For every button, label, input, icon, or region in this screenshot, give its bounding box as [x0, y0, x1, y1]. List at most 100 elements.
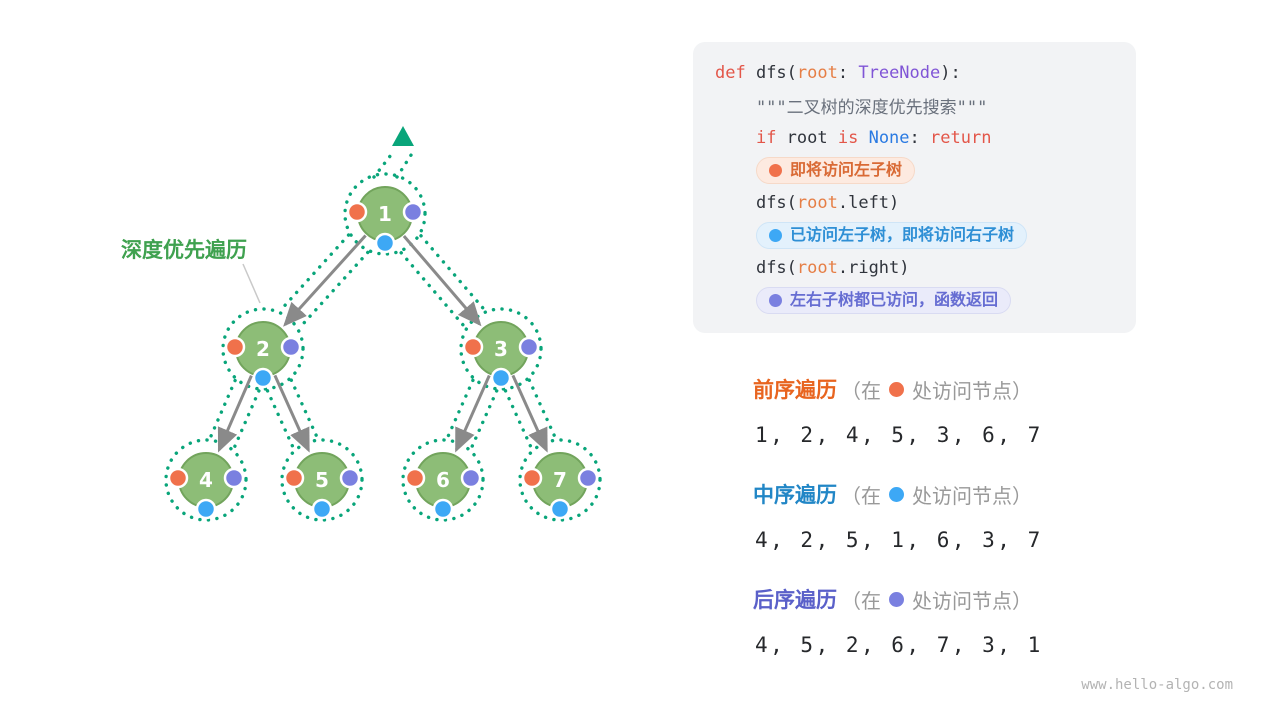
code-token: : [837, 63, 859, 84]
code-card: def dfs(root: TreeNode): """二叉树的深度优先搜索""… [693, 42, 1136, 333]
code-token [715, 128, 756, 148]
code-token: : [909, 128, 931, 149]
code-token: root [796, 258, 838, 279]
dfs-start-triangle-icon [392, 126, 414, 146]
code-token: root [786, 128, 838, 149]
inorder-dot-icon [889, 486, 904, 502]
dfs-label: 深度优先遍历 [121, 238, 247, 262]
inorder-caption-prefix: （在 [841, 483, 881, 508]
postorder-dot [518, 336, 540, 358]
preorder-dot [404, 467, 426, 489]
code-line: 已访问左子树，即将访问右子树 [715, 220, 1114, 253]
preorder-dot [224, 336, 246, 358]
node-value: 3 [494, 337, 508, 361]
inorder-title: 中序遍历 [753, 483, 837, 507]
code-line: 左右子树都已访问，函数返回 [715, 285, 1114, 318]
postorder-caption-prefix: （在 [841, 588, 881, 613]
code-annotation-badge: 左右子树都已访问，函数返回 [755, 287, 1011, 315]
code-line: 即将访问左子树 [715, 155, 1114, 188]
node-value: 1 [378, 202, 392, 226]
code-token [715, 291, 756, 311]
tree-node-7: 7 [521, 452, 599, 520]
inorder-dot [374, 232, 396, 254]
code-token: .left) [837, 193, 900, 214]
code-token [715, 193, 756, 213]
tree-node-2: 2 [224, 321, 302, 389]
postorder-dot [223, 467, 245, 489]
inorder-section: 中序遍历 （在 处访问节点） 4, 2, 5, 1, 6, 3, 7 [753, 479, 1153, 556]
preorder-dot [346, 201, 368, 223]
tree-edges [217, 234, 548, 453]
code-token: is [837, 128, 869, 149]
code-line: def dfs(root: TreeNode): [715, 57, 1114, 90]
binary-tree-diagram: 1 2 3 4 5 6 7 [164, 126, 602, 522]
code-token: ( [786, 63, 797, 84]
preorder-sequence: 1, 2, 4, 5, 3, 6, 7 [755, 423, 1043, 447]
postorder-sequence: 4, 5, 2, 6, 7, 3, 1 [755, 633, 1043, 657]
tree-node-5: 5 [283, 452, 361, 520]
postorder-dot [460, 467, 482, 489]
tree-node-4: 4 [167, 452, 245, 520]
code-token: root [796, 63, 838, 84]
code-token: return [930, 128, 992, 149]
code-token [715, 258, 756, 278]
code-token: TreeNode [858, 63, 941, 84]
code-token: dfs( [755, 258, 797, 279]
visit-order-dot-icon [768, 163, 782, 177]
dfs-contour [164, 149, 602, 522]
postorder-dot [402, 201, 424, 223]
code-annotation-badge: 已访问左子树，即将访问右子树 [755, 222, 1027, 250]
code-annotation-badge: 即将访问左子树 [755, 157, 915, 185]
code-line: if root is None: return [715, 122, 1114, 155]
code-token: def [715, 63, 756, 84]
node-value: 5 [315, 468, 329, 492]
code-token: ): [940, 63, 961, 84]
preorder-heading: 前序遍历 （在 处访问节点） [753, 374, 1153, 404]
tree-node-1: 1 [346, 186, 424, 254]
visit-order-dot-icon [768, 228, 782, 242]
code-line: """二叉树的深度优先搜索""" [715, 90, 1114, 123]
postorder-dot [280, 336, 302, 358]
preorder-dot [521, 467, 543, 489]
code-token: .right) [837, 258, 910, 279]
code-token: dfs( [755, 193, 797, 214]
inorder-sequence: 4, 2, 5, 1, 6, 3, 7 [755, 528, 1043, 552]
code-line: dfs(root.right) [715, 252, 1114, 285]
preorder-caption-prefix: （在 [841, 378, 881, 403]
inorder-dot [252, 367, 274, 389]
tree-node-3: 3 [462, 321, 540, 389]
preorder-dot [283, 467, 305, 489]
code-token: """二叉树的深度优先搜索""" [715, 98, 988, 119]
preorder-section: 前序遍历 （在 处访问节点） 1, 2, 4, 5, 3, 6, 7 [753, 374, 1153, 451]
inorder-dot [195, 498, 217, 520]
code-block: def dfs(root: TreeNode): """二叉树的深度优先搜索""… [715, 57, 1114, 317]
preorder-title: 前序遍历 [753, 378, 837, 402]
inorder-dot [432, 498, 454, 520]
inorder-dot [490, 367, 512, 389]
postorder-caption-suffix: 处访问节点） [912, 588, 1032, 613]
node-value: 4 [199, 468, 213, 492]
code-token [715, 226, 756, 246]
label-pointer-line [242, 263, 261, 304]
node-value: 7 [553, 468, 567, 492]
postorder-section: 后序遍历 （在 处访问节点） 4, 5, 2, 6, 7, 3, 1 [753, 584, 1153, 661]
node-value: 2 [256, 337, 270, 361]
preorder-dot [462, 336, 484, 358]
code-token: if [755, 128, 787, 149]
postorder-title: 后序遍历 [753, 588, 837, 612]
website-url: www.hello-algo.com [1081, 677, 1233, 693]
postorder-dot-icon [889, 591, 904, 607]
preorder-dot [167, 467, 189, 489]
node-value: 6 [436, 468, 450, 492]
inorder-dot [311, 498, 333, 520]
code-line: dfs(root.left) [715, 187, 1114, 220]
inorder-caption-suffix: 处访问节点） [912, 483, 1032, 508]
inorder-heading: 中序遍历 （在 处访问节点） [753, 479, 1153, 509]
postorder-dot [577, 467, 599, 489]
postorder-heading: 后序遍历 （在 处访问节点） [753, 584, 1153, 614]
preorder-dot-icon [889, 381, 904, 397]
inorder-dot [549, 498, 571, 520]
visit-order-dot-icon [768, 293, 782, 307]
preorder-caption-suffix: 处访问节点） [912, 378, 1032, 403]
code-token: dfs [755, 63, 787, 84]
